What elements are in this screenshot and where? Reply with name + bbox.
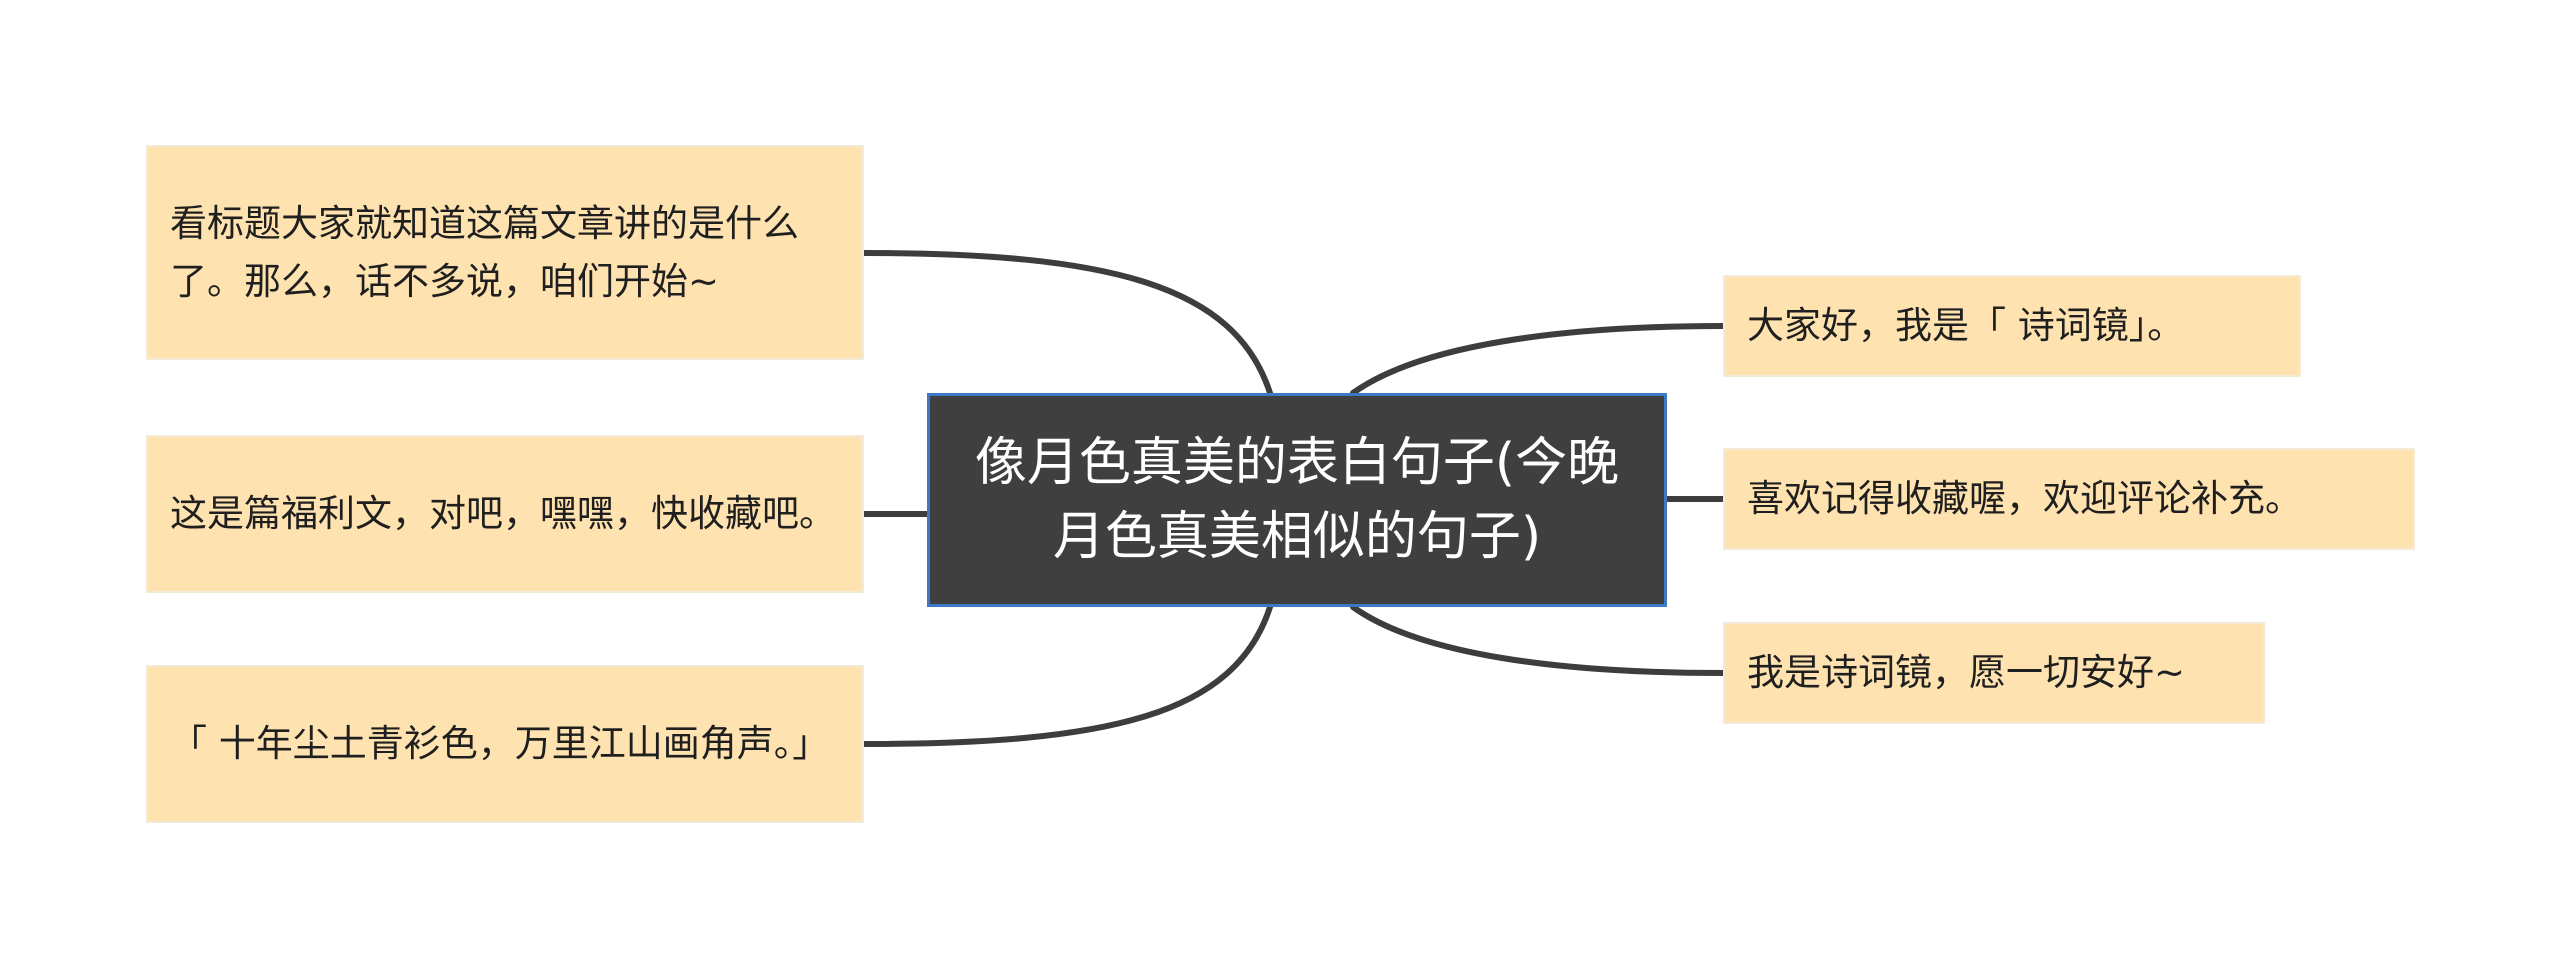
branch-right-greeting[interactable]: 大家好，我是「 诗词镜」。 xyxy=(1723,275,2301,377)
branch-label: 大家好，我是「 诗词镜」。 xyxy=(1747,304,2185,347)
branch-right-farewell[interactable]: 我是诗词镜，愿一切安好~ xyxy=(1723,622,2265,724)
connector-right-1 xyxy=(1350,323,1726,396)
branch-left-bookmark[interactable]: 这是篇福利文，对吧，嘿嘿，快收藏吧。 xyxy=(146,435,864,593)
branch-label: 这是篇福利文，对吧，嘿嘿，快收藏吧。 xyxy=(170,492,836,535)
connector-left-3 xyxy=(861,604,1273,747)
branch-left-poem[interactable]: 「 十年尘土青衫色，万里江山画角声。」 xyxy=(146,665,864,823)
branch-label: 看标题大家就知道这篇文章讲的是什么了。那么，话不多说，咱们开始~ xyxy=(170,201,799,303)
branch-left-intro[interactable]: 看标题大家就知道这篇文章讲的是什么了。那么，话不多说，咱们开始~ xyxy=(146,145,864,360)
branch-right-comment[interactable]: 喜欢记得收藏喔，欢迎评论补充。 xyxy=(1723,448,2415,550)
branch-label: 喜欢记得收藏喔，欢迎评论补充。 xyxy=(1747,477,2302,520)
branch-label: 「 十年尘土青衫色，万里江山画角声。」 xyxy=(170,722,830,765)
connector-right-3 xyxy=(1350,604,1726,676)
mindmap-root-topic[interactable]: 像月色真美的表白句子(今晚月色真美相似的句子) xyxy=(927,393,1667,607)
root-topic-label: 像月色真美的表白句子(今晚月色真美相似的句子) xyxy=(974,433,1620,567)
connector-left-1 xyxy=(861,250,1273,396)
branch-label: 我是诗词镜，愿一切安好~ xyxy=(1747,651,2186,694)
